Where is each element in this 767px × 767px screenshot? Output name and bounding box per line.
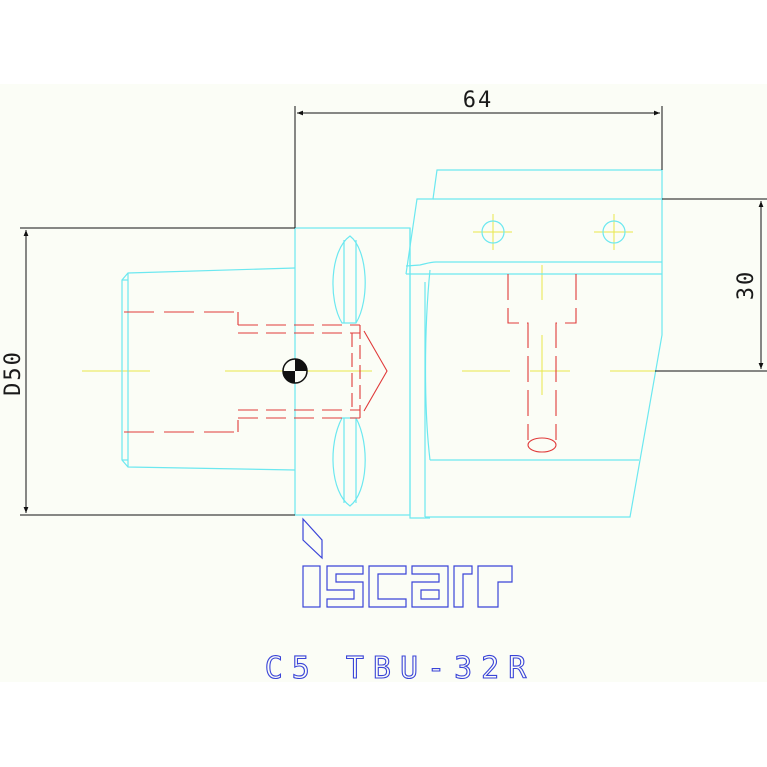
height-dimension-label: 30 xyxy=(734,270,759,301)
hidden-lines xyxy=(124,274,577,453)
diameter-dimension-label: D50 xyxy=(1,350,26,396)
pivot-symbol xyxy=(282,358,308,384)
drawing-background xyxy=(0,84,767,682)
part-outline xyxy=(121,169,663,519)
tool-designation: C5 TBU-32R xyxy=(265,651,536,686)
width-dimension-label: 64 xyxy=(463,88,494,113)
center-lines xyxy=(82,214,655,395)
dimension-lines xyxy=(20,106,767,516)
iscar-logo xyxy=(302,517,513,608)
